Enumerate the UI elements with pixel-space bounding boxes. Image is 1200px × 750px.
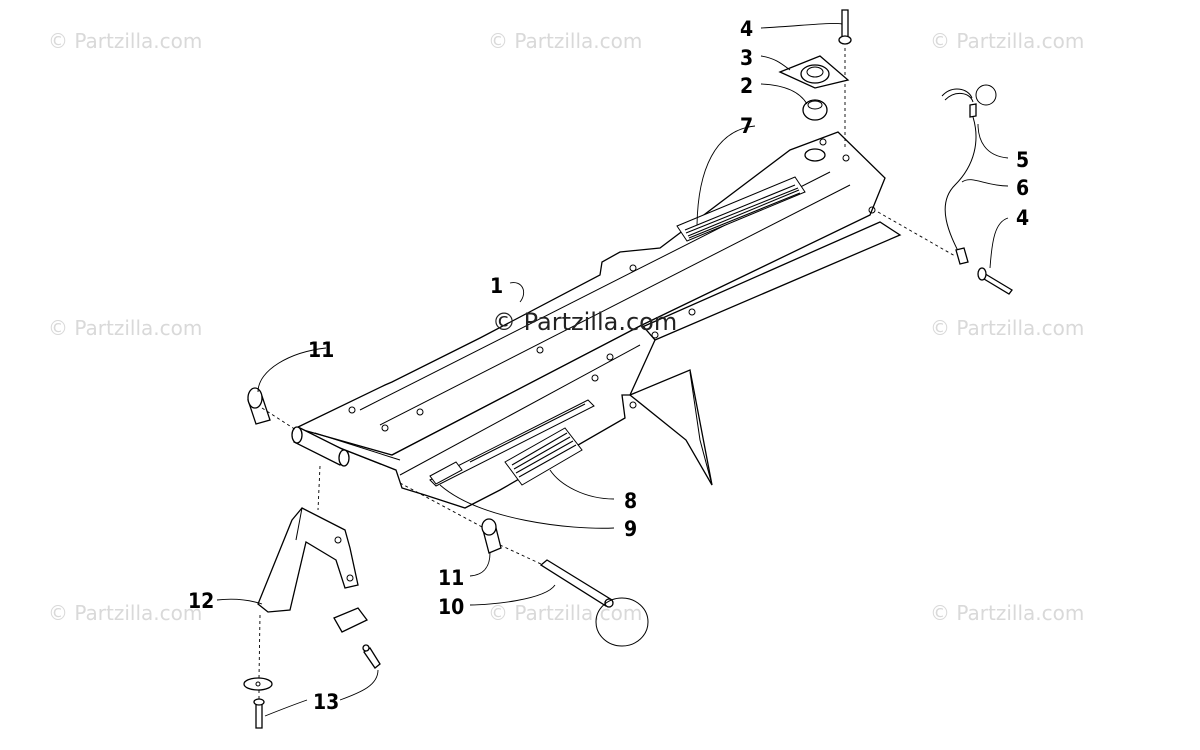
rivet-upper [362, 644, 381, 669]
rivet-lower [253, 698, 265, 729]
callout-10: 10 [438, 595, 464, 619]
watermark: © Partzilla.com [48, 601, 202, 625]
callouts: 1 2 3 4 7 5 6 4 11 8 9 11 10 12 13 [188, 17, 1029, 714]
watermark-center: © Partzilla.com [492, 308, 677, 336]
watermark: © Partzilla.com [488, 601, 642, 625]
callout-4-right: 4 [1016, 206, 1029, 230]
pin-right [977, 267, 1013, 295]
callout-4-top: 4 [740, 17, 753, 41]
grommet-cap [778, 55, 850, 89]
watermark: © Partzilla.com [930, 601, 1084, 625]
decal-strip [429, 399, 595, 487]
watermark: © Partzilla.com [488, 29, 642, 53]
callout-8: 8 [624, 489, 637, 513]
foot-pad-upper [333, 607, 368, 633]
watermark: © Partzilla.com [48, 29, 202, 53]
tether-cable [944, 116, 977, 265]
stand-bracket [257, 507, 359, 613]
mounting-holes [348, 138, 876, 432]
pin-top [838, 9, 852, 45]
callout-12: 12 [188, 589, 214, 613]
callout-6: 6 [1016, 176, 1029, 200]
leader-lines [216, 23, 1009, 717]
watermark: © Partzilla.com [930, 29, 1084, 53]
foot-pad-lower [243, 677, 273, 691]
tether-clip [941, 84, 997, 118]
watermark: © Partzilla.com [930, 316, 1084, 340]
callout-11-bottom: 11 [438, 566, 464, 590]
bushing-left [247, 387, 271, 425]
decal-warning-upper [676, 176, 806, 242]
watermarks: © Partzilla.com © Partzilla.com © Partzi… [48, 29, 1084, 625]
callout-3: 3 [740, 46, 753, 70]
callout-13: 13 [313, 690, 339, 714]
callout-9: 9 [624, 517, 637, 541]
decal-warning-lower [504, 427, 583, 486]
bushing-bottom [481, 518, 502, 554]
callout-5: 5 [1016, 148, 1029, 172]
callout-11-left: 11 [308, 338, 334, 362]
callout-7: 7 [740, 114, 753, 138]
grommet [802, 99, 828, 121]
grommet-hole [804, 148, 826, 162]
hinge-tube [291, 426, 350, 467]
watermark: © Partzilla.com [48, 316, 202, 340]
hinge-pin [539, 559, 649, 647]
callout-2: 2 [740, 74, 753, 98]
callout-1: 1 [490, 274, 503, 298]
